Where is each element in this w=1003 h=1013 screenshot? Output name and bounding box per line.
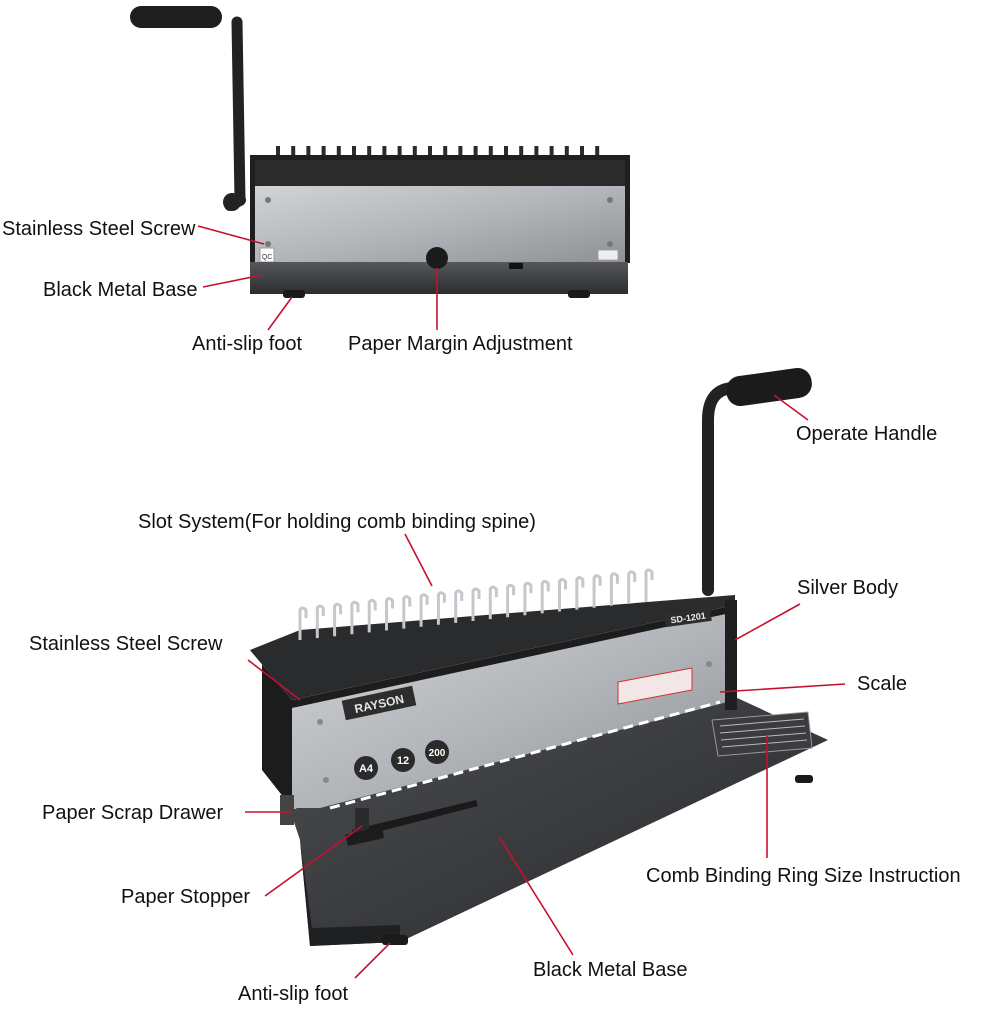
body-right-edge (725, 600, 737, 710)
badge-12-text: 12 (397, 755, 409, 767)
label-top-screw: Stainless Steel Screw (2, 218, 196, 240)
comb-finger-angle (419, 593, 429, 627)
warning-sticker (617, 667, 693, 705)
handle-grip-angle (726, 367, 812, 407)
badge-a4-text: A4 (359, 763, 374, 775)
screw-angle-3 (706, 661, 712, 667)
label-body: Silver Body (797, 577, 899, 599)
screw-top-2 (265, 241, 271, 247)
foot-top-right (568, 290, 590, 298)
scale-dashed-line (329, 700, 721, 810)
base-plate-angle (290, 690, 828, 946)
handle-grip-top (130, 6, 222, 28)
leader-slots (404, 533, 433, 587)
screw-angle-2 (323, 777, 329, 783)
comb-finger-angle (367, 598, 377, 633)
handle-hub-top (223, 193, 241, 211)
comb-finger-angle (471, 587, 481, 621)
comb-finger-angle (350, 600, 360, 635)
comb-finger-angle (488, 585, 498, 620)
comb-finger-angle (402, 595, 412, 629)
leader-top-foot (267, 296, 293, 331)
foot-top-left (283, 290, 305, 298)
screw-top-4 (607, 241, 613, 247)
comb-finger-angle (298, 606, 308, 640)
badge-a4 (354, 756, 378, 780)
handle-shaft-top (231, 16, 246, 206)
comb-finger-angle (315, 604, 325, 639)
comb-fingers-angle (298, 568, 654, 640)
comb-finger-angle (436, 591, 446, 625)
comb-finger-angle (523, 581, 533, 616)
comb-finger-angle (592, 574, 602, 608)
comb-finger-angle (627, 570, 637, 604)
comb-finger-angle (609, 572, 619, 606)
label-handle: Operate Handle (796, 423, 938, 445)
foot-angle-right (795, 775, 813, 783)
leader-base-angle (499, 837, 574, 956)
leader-top-screw (197, 225, 265, 245)
comb-finger-angle (558, 578, 567, 612)
comb-finger-angle (333, 602, 343, 637)
base-slot (509, 263, 523, 269)
label-base-angle: Black Metal Base (533, 959, 688, 981)
leader-top-base (202, 274, 263, 288)
leader-lines (197, 225, 846, 979)
foot-angle-left (382, 935, 408, 945)
comb-finger-angle (454, 589, 464, 623)
ring-size-chart-lines (719, 718, 808, 748)
label-top-foot: Anti-slip foot (192, 333, 303, 355)
leader-body (734, 603, 801, 641)
comb-finger-angle (506, 583, 516, 618)
label-top-base: Black Metal Base (43, 279, 198, 301)
body-top-edge (292, 605, 735, 708)
slot-rail-top (255, 160, 625, 186)
screw-angle-1 (317, 719, 323, 725)
comb-finger-angle (540, 579, 550, 614)
handle-shaft-angle (702, 382, 741, 596)
label-stopper: Paper Stopper (121, 886, 250, 908)
paper-stopper-angle (345, 800, 478, 846)
barcode-sticker (597, 249, 619, 261)
label-drawer: Paper Scrap Drawer (42, 802, 224, 824)
brand-plate (341, 685, 417, 721)
front-view-machine: QC (130, 6, 630, 298)
label-screw-angle: Stainless Steel Screw (29, 633, 223, 655)
model-text: SD-1201 (670, 611, 707, 626)
leader-screw-angle (247, 659, 301, 701)
slot-deck-angle (250, 595, 735, 700)
side-block-angle (250, 650, 292, 808)
margin-knob (426, 247, 448, 269)
label-foot-angle: Anti-slip foot (238, 983, 349, 1005)
leader-stopper (264, 825, 363, 897)
label-top-margin: Paper Margin Adjustment (348, 333, 573, 355)
label-ring-size: Comb Binding Ring Size Instruction (646, 865, 961, 887)
spec-badges: A4 12 200 (354, 740, 449, 780)
label-slots: Slot System(For holding comb binding spi… (138, 511, 536, 533)
leader-foot-angle (354, 942, 391, 979)
model-plate (664, 606, 712, 628)
badge-12 (391, 748, 415, 772)
angle-view-machine: RAYSON SD-1201 A4 12 200 (250, 367, 828, 946)
qc-sticker-text: QC (262, 254, 273, 261)
badge-200 (425, 740, 449, 764)
screw-top-3 (607, 197, 613, 203)
comb-finger-angle (575, 576, 585, 610)
comb-finger-angle (385, 597, 394, 631)
leader-scale (719, 683, 846, 693)
ring-size-chart (711, 711, 813, 757)
screw-top-1 (265, 197, 271, 203)
label-scale: Scale (857, 673, 908, 695)
badge-200-text: 200 (429, 748, 446, 759)
comb-finger-angle (644, 568, 654, 602)
leader-handle (773, 394, 809, 421)
scrap-drawer (280, 795, 294, 825)
